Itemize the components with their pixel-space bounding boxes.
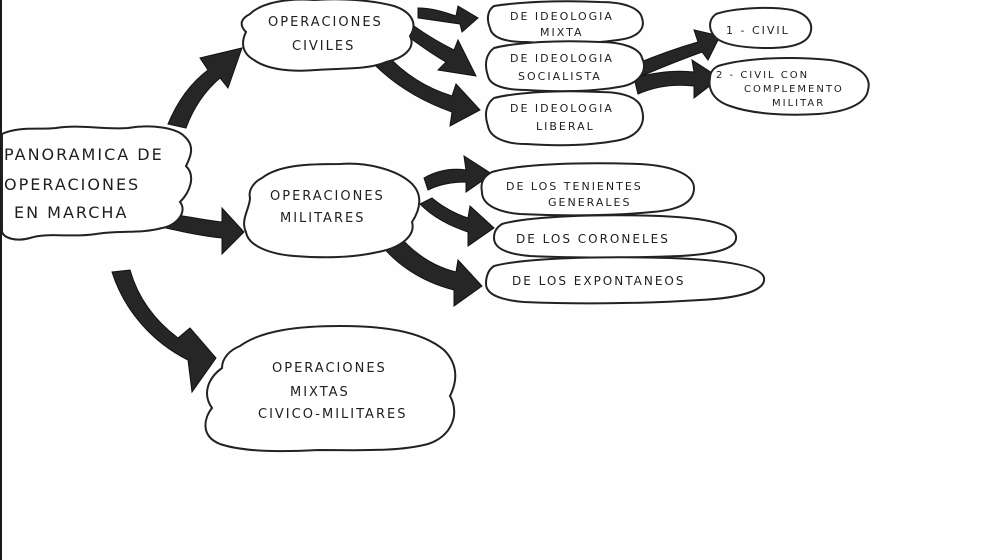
arrow-civiles-to-mixta (417, 5, 479, 33)
paper-edge (0, 0, 2, 560)
tenientes-label: DE LOS TENIENTES GENERALES (506, 180, 648, 209)
mixta-node: DE IDEOLOGIA MIXTA (486, 0, 644, 45)
root-node: PANORAMICA DE OPERACIONES EN MARCHA (0, 125, 193, 241)
liberal-cloud (485, 90, 644, 147)
socialista-label: DE IDEOLOGIA SOCIALISTA (510, 52, 619, 83)
mixta-label: DE IDEOLOGIA MIXTA (510, 10, 619, 39)
liberal-label: DE IDEOLOGIA LIBERAL (510, 102, 619, 133)
arrow-civiles-to-liberal (367, 53, 481, 127)
espontaneos-label: DE LOS EXPONTANEOS (512, 274, 685, 288)
civil-node: 1 - CIVIL (709, 6, 813, 50)
militares-cloud (243, 162, 421, 259)
arrow-socialista-to-civil (635, 29, 721, 77)
arrows (111, 5, 721, 394)
mixta-cloud (486, 0, 644, 45)
civil-militar-cloud (708, 57, 870, 116)
civiles-cloud (240, 0, 415, 72)
militares-node: OPERACIONES MILITARES (243, 162, 421, 259)
arrow-militares-to-espontaneos (375, 231, 483, 307)
militares-label: OPERACIONES MILITARES (270, 189, 391, 226)
mixtas-node: OPERACIONES MIXTAS CIVICO-MILITARES (204, 324, 457, 453)
root-cloud (0, 125, 193, 241)
espontaneos-node: DE LOS EXPONTANEOS (484, 256, 766, 305)
coroneles-label: DE LOS CORONELES (516, 232, 670, 246)
civil-cloud (709, 6, 813, 50)
civil-militar-label: 2 - CIVIL CON COMPLEMENTO MILITAR (716, 70, 849, 109)
arrow-militares-to-coroneles (419, 197, 495, 247)
mixtas-cloud (204, 324, 457, 453)
arrow-socialista-to-civil-militar (633, 58, 721, 100)
civil-label: 1 - CIVIL (726, 24, 790, 37)
tenientes-cloud (480, 162, 696, 217)
civil-militar-node: 2 - CIVIL CON COMPLEMENTO MILITAR (708, 57, 870, 116)
root-label: PANORAMICA DE OPERACIONES EN MARCHA (4, 145, 171, 222)
arrow-root-to-mixtas (111, 269, 217, 394)
arrow-root-to-civiles (167, 47, 243, 129)
arrow-civiles-to-socialista (401, 25, 477, 77)
coroneles-cloud (492, 214, 738, 259)
civiles-label: OPERACIONES CIVILES (268, 15, 389, 54)
socialista-node: DE IDEOLOGIA SOCIALISTA (485, 40, 645, 93)
espontaneos-cloud (484, 256, 766, 305)
tenientes-node: DE LOS TENIENTES GENERALES (480, 162, 696, 217)
civiles-node: OPERACIONES CIVILES (240, 0, 415, 72)
arrow-root-to-militares (165, 206, 245, 256)
arrow-militares-to-tenientes (423, 154, 493, 193)
coroneles-node: DE LOS CORONELES (492, 214, 738, 259)
liberal-node: DE IDEOLOGIA LIBERAL (485, 90, 644, 147)
socialista-cloud (485, 40, 645, 93)
mixtas-label: OPERACIONES MIXTAS CIVICO-MILITARES (258, 361, 407, 422)
